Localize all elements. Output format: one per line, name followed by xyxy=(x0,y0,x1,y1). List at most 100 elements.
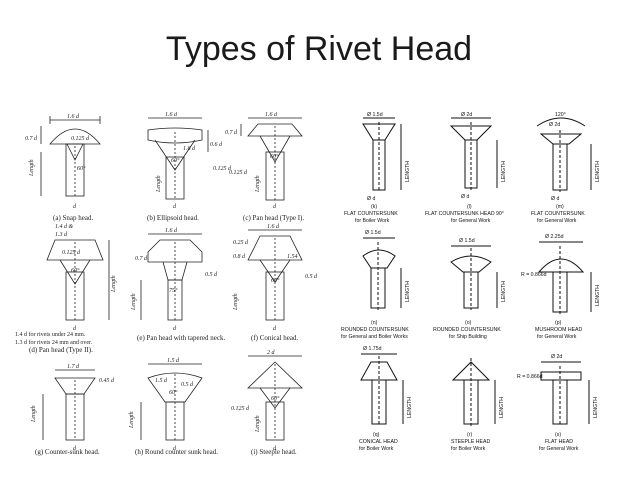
dim-label: LENGTH xyxy=(405,281,411,302)
rivet-pan-head-type-2 xyxy=(46,239,110,321)
dim-label: 0.125 d xyxy=(213,166,232,172)
dim-label: d xyxy=(173,446,177,452)
letter-q: (q) xyxy=(373,432,380,438)
use-p: for General Work xyxy=(537,334,577,340)
dim-label: LENGTH xyxy=(501,161,507,182)
slide-title: Types of Rivet Head xyxy=(165,30,473,68)
use-m: for General Work xyxy=(537,218,577,224)
dim-label: Ø d xyxy=(461,194,469,200)
rivet-n-rounded-countersunk xyxy=(362,237,402,310)
dim-label: Ø 1.5d xyxy=(365,230,381,236)
name-p: MUSHROOM HEAD xyxy=(535,327,583,333)
dim-label: Length xyxy=(156,175,162,193)
name-n: ROUNDED COUNTERSUNK xyxy=(341,327,409,333)
dim-label: 0.125 d xyxy=(231,406,250,412)
dim-label: 1.4 d & xyxy=(55,223,74,230)
dim-label: 0.125 d xyxy=(229,170,248,176)
right-diagram-panel: Ø 1.5d Ø 2d Ø 2d 120° Ø d Ø d Ø d LENGTH… xyxy=(341,112,631,456)
dim-label: d xyxy=(73,326,77,332)
use-n: for General and Boiler Works xyxy=(341,334,408,340)
rivet-l-flat-countersunk-90 xyxy=(449,117,498,190)
rivet-snap-head xyxy=(40,116,101,197)
dim-label: LENGTH xyxy=(499,397,505,418)
caption-h: (h) Round counter sunk head. xyxy=(135,448,218,456)
dim-label: Ø 2d xyxy=(551,354,562,360)
note-line-2: 1.3 d for rivets 24 mm and over. xyxy=(15,339,93,346)
use-l: for General Work xyxy=(451,218,491,224)
dim-label: 1.6 d xyxy=(165,228,178,234)
caption-g: (g) Counter-sunk head. xyxy=(35,448,100,456)
dim-label: 0.5 d xyxy=(205,272,218,278)
letter-n: (n) xyxy=(371,320,378,326)
rivet-pan-head-tapered-neck xyxy=(140,233,203,321)
dim-label: 0.25 d xyxy=(233,240,249,246)
dim-label: 1.54 xyxy=(287,253,298,260)
dim-label: Ø 2d xyxy=(549,122,560,128)
dim-label: 0.7 d xyxy=(25,136,38,142)
name-l: FLAT COUNTERSUNK HEAD 90° xyxy=(425,211,504,217)
dim-label: Length xyxy=(233,293,239,311)
dim-label: 1.5 d xyxy=(167,358,180,364)
dim-label: LENGTH xyxy=(593,397,599,418)
letter-s: (s) xyxy=(555,432,561,438)
dim-label: Ø 2d xyxy=(461,112,472,118)
dim-label: 120° xyxy=(555,112,566,118)
rivet-conical-head xyxy=(247,229,303,321)
caption-a: (a) Snap head. xyxy=(53,214,93,222)
caption-f: (f) Conical head. xyxy=(251,334,298,342)
name-m: FLAT COUNTERSUNK xyxy=(531,211,585,217)
dim-label: Length xyxy=(255,415,261,433)
rivet-m-flat-countersunk xyxy=(536,117,592,192)
dim-label: R = 0.866d xyxy=(521,272,547,278)
dim-label: 1.7 d xyxy=(67,364,80,370)
dim-label: d xyxy=(73,446,77,452)
use-r: for Boiler Work xyxy=(451,446,486,452)
dim-label: 0.7 d xyxy=(225,130,238,136)
rivet-p-mushroom-head xyxy=(537,241,592,314)
dim-label: 1.6 d xyxy=(67,114,80,120)
dim-label: 0.45 d xyxy=(99,377,115,384)
dim-label: 1.3 d xyxy=(55,232,68,238)
letter-m: (m) xyxy=(556,204,564,210)
left-rivet-diagrams: 1.6 d 0.7 d 0.125 d 60° Length d 1.6 d 0… xyxy=(15,112,318,452)
letter-p: (p) xyxy=(555,320,562,326)
dim-label: 60° xyxy=(169,389,178,396)
dim-label: Length xyxy=(29,159,35,177)
dim-label: d xyxy=(273,204,277,210)
dim-label: R = 0.866d xyxy=(517,374,543,380)
dim-label: 0.5 d xyxy=(305,274,318,280)
dim-label: 0.8 d xyxy=(233,254,246,260)
note-line-1: 1.4 d for rivets under 24 mm. xyxy=(15,331,86,338)
dim-label: 0.6 d xyxy=(210,142,223,148)
use-k: for Boiler Work xyxy=(355,218,390,224)
dim-label: Length xyxy=(31,405,37,423)
dim-label: 0.125 d xyxy=(62,250,81,256)
dim-label: LENGTH xyxy=(595,285,601,306)
dim-label: Ø 2.25d xyxy=(545,234,564,240)
dim-label: 60° xyxy=(271,395,280,402)
dim-label: 1.6 d xyxy=(267,224,280,230)
use-s: for General Work xyxy=(539,446,579,452)
dim-label: d xyxy=(173,326,177,332)
dim-label: 1.5 d xyxy=(155,378,168,384)
dim-label: LENGTH xyxy=(501,281,507,302)
dim-label: Ø 1.5d xyxy=(459,238,475,244)
dim-label: d xyxy=(73,204,77,210)
dim-label: 1.6 d xyxy=(165,112,178,118)
dim-label: LENGTH xyxy=(407,397,413,418)
name-s: FLAT HEAD xyxy=(545,439,573,445)
dim-label: Ø d xyxy=(367,196,375,202)
dim-label: Ø d xyxy=(551,196,559,202)
letter-l: (l) xyxy=(467,204,472,210)
name-r: STEEPLE HEAD xyxy=(451,439,490,445)
dim-label: 60° xyxy=(271,277,280,284)
rivet-ellipsoid-head xyxy=(147,117,209,200)
caption-e: (e) Pan head with tapered neck. xyxy=(137,334,225,342)
dim-label: 0.125 d xyxy=(71,136,90,142)
letter-k: (k) xyxy=(371,204,377,210)
use-q: for Boiler Work xyxy=(359,446,394,452)
dim-label: Ø 1.75d xyxy=(363,346,382,352)
caption-b: (b) Ellipsoid head. xyxy=(147,214,199,222)
rivet-o-rounded-countersunk xyxy=(450,245,498,310)
dim-label: Length xyxy=(255,175,261,193)
